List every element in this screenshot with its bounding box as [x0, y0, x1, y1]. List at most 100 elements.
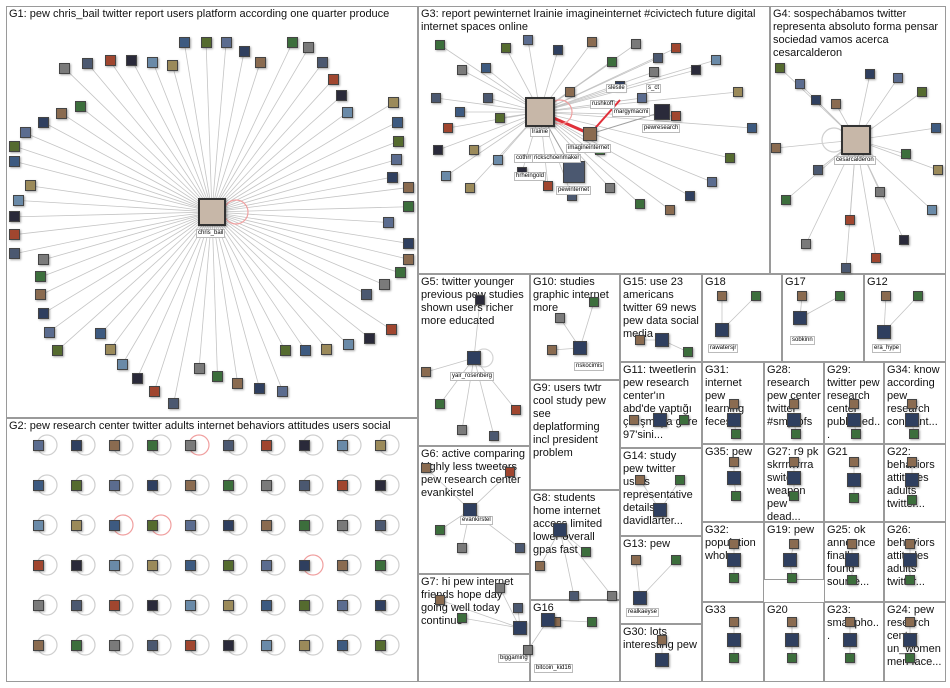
node-avatar[interactable] [569, 591, 579, 601]
node-avatar[interactable] [341, 106, 353, 118]
node-avatar[interactable] [222, 639, 234, 651]
node-avatar[interactable] [465, 183, 475, 193]
node-avatar[interactable] [361, 288, 373, 300]
node-avatar[interactable] [232, 378, 244, 390]
node-avatar[interactable] [727, 633, 741, 647]
node-avatar[interactable] [25, 180, 37, 192]
node-avatar[interactable] [43, 326, 55, 338]
node-avatar[interactable] [108, 639, 120, 651]
node-avatar[interactable] [56, 107, 68, 119]
node-avatar[interactable] [523, 35, 533, 45]
node-avatar[interactable] [146, 439, 158, 451]
node-avatar[interactable] [489, 431, 499, 441]
node-avatar[interactable] [547, 345, 557, 355]
node-avatar[interactable] [849, 493, 859, 503]
node-avatar[interactable] [877, 325, 891, 339]
node-avatar[interactable] [665, 205, 675, 215]
node-avatar[interactable] [8, 140, 20, 152]
node-avatar[interactable] [481, 63, 491, 73]
node-avatar[interactable] [845, 215, 855, 225]
node-avatar[interactable] [483, 93, 493, 103]
node-avatar[interactable] [631, 555, 641, 565]
node-avatar[interactable] [707, 177, 717, 187]
node-avatar[interactable] [683, 347, 693, 357]
node-avatar[interactable] [727, 553, 741, 567]
node-avatar[interactable] [635, 475, 645, 485]
node-avatar[interactable] [116, 358, 128, 370]
node-avatar[interactable] [775, 63, 785, 73]
node-avatar[interactable] [200, 36, 212, 48]
node-avatar[interactable] [731, 491, 741, 501]
node-avatar[interactable] [899, 235, 909, 245]
node-avatar[interactable] [747, 123, 757, 133]
node-avatar[interactable] [222, 439, 234, 451]
node-avatar[interactable] [392, 135, 404, 147]
node-avatar[interactable] [635, 199, 645, 209]
node-avatar[interactable] [927, 205, 937, 215]
node-avatar[interactable] [32, 439, 44, 451]
node-avatar[interactable] [905, 473, 919, 487]
node-avatar[interactable] [287, 36, 299, 48]
node-avatar[interactable] [607, 57, 617, 67]
node-avatar[interactable] [402, 237, 414, 249]
node-avatar[interactable] [298, 599, 310, 611]
node-avatar[interactable] [298, 639, 310, 651]
node-avatar[interactable] [671, 555, 681, 565]
node-avatar[interactable] [789, 399, 799, 409]
node-avatar[interactable] [298, 479, 310, 491]
node-avatar[interactable] [184, 479, 196, 491]
node-avatar[interactable] [147, 56, 159, 68]
node-avatar[interactable] [795, 79, 805, 89]
node-avatar[interactable] [38, 307, 50, 319]
node-avatar[interactable] [457, 65, 467, 75]
node-avatar[interactable] [711, 55, 721, 65]
node-avatar[interactable] [657, 635, 667, 645]
node-avatar[interactable] [184, 439, 196, 451]
node-avatar[interactable] [847, 539, 857, 549]
node-avatar[interactable] [455, 107, 465, 117]
node-avatar[interactable] [637, 93, 647, 103]
node-avatar[interactable] [108, 559, 120, 571]
node-avatar[interactable] [316, 57, 328, 69]
node-avatar[interactable] [865, 69, 875, 79]
node-imagineinternet[interactable] [583, 127, 597, 141]
node-avatar[interactable] [222, 479, 234, 491]
node-avatar[interactable] [811, 95, 821, 105]
node-avatar[interactable] [385, 324, 397, 336]
node-avatar[interactable] [378, 279, 390, 291]
node-avatar[interactable] [847, 413, 861, 427]
node-avatar[interactable] [13, 195, 25, 207]
node-avatar[interactable] [32, 519, 44, 531]
node-avatar[interactable] [260, 439, 272, 451]
node-avatar[interactable] [581, 547, 591, 557]
node-avatar[interactable] [374, 559, 386, 571]
node-avatar[interactable] [146, 559, 158, 571]
node-avatar[interactable] [222, 519, 234, 531]
node-avatar[interactable] [685, 191, 695, 201]
node-avatar[interactable] [729, 539, 739, 549]
node-avatar[interactable] [523, 645, 533, 655]
node-avatar[interactable] [37, 254, 49, 266]
node-avatar[interactable] [781, 195, 791, 205]
node-avatar[interactable] [443, 123, 453, 133]
node-avatar[interactable] [787, 471, 801, 485]
node-avatar[interactable] [383, 216, 395, 228]
node-avatar[interactable] [501, 43, 511, 53]
node-avatar[interactable] [82, 58, 94, 70]
node-avatar[interactable] [391, 116, 403, 128]
node-avatar[interactable] [493, 155, 503, 165]
node-avatar[interactable] [845, 553, 859, 567]
node-avatar[interactable] [905, 575, 915, 585]
node-avatar[interactable] [727, 413, 741, 427]
node-avatar[interactable] [847, 575, 857, 585]
node-avatar[interactable] [254, 56, 266, 68]
node-avatar[interactable] [178, 36, 190, 48]
node-avatar[interactable] [421, 463, 431, 473]
node-chris-bail[interactable] [198, 198, 226, 226]
node-avatar[interactable] [388, 97, 400, 109]
node-avatar[interactable] [374, 439, 386, 451]
node-avatar[interactable] [457, 613, 467, 623]
node-avatar[interactable] [933, 165, 943, 175]
node-avatar[interactable] [336, 559, 348, 571]
node-avatar[interactable] [336, 519, 348, 531]
